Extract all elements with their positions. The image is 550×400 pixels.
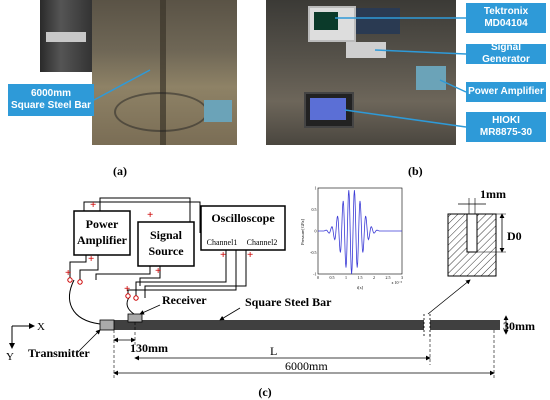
plus-2: + — [147, 209, 153, 221]
dim-30-label: 30mm — [503, 319, 535, 333]
channel2-label: Channel2 — [247, 238, 278, 247]
receiver-block — [127, 313, 143, 323]
dim-L-label: L — [270, 344, 277, 358]
dim-1mm-label: 1mm — [480, 187, 506, 201]
bar-break-1 — [424, 316, 430, 334]
plus-4: + — [155, 265, 161, 277]
square-steel-bar-label: Square Steel Bar — [245, 295, 332, 309]
callout-tektronix-line1: Tektronix — [483, 6, 529, 17]
y-axis-label: Y — [6, 351, 14, 363]
chart-series-line — [318, 190, 402, 275]
chart-xtick-label: 3 — [401, 275, 403, 280]
instrument-box — [204, 100, 232, 122]
callout-tektronix-line2: MD04104 — [484, 18, 528, 29]
callout-steel-bar-line2: Square Steel Bar — [10, 100, 92, 111]
callout-hioki-line2: MR8875-30 — [479, 127, 533, 138]
terminal-2 — [77, 279, 83, 285]
chart-xtick-label: 0 — [317, 275, 319, 280]
callout-hioki-line1: HIOKI — [492, 115, 520, 126]
label-a: (a) — [113, 164, 127, 178]
terminal-1 — [67, 277, 73, 283]
caliper — [46, 32, 86, 42]
power-amplifier-label-2: Amplifier — [77, 233, 128, 247]
callout-signal-generator: Signal Generator — [466, 42, 546, 65]
callout-steel-bar-line1: 6000mm — [30, 88, 72, 99]
signal-source-label-1: Signal — [150, 228, 183, 242]
steel-bar — [100, 320, 500, 330]
terminal-4 — [133, 295, 139, 301]
plus-7: + — [65, 267, 71, 279]
receiver-label: Receiver — [162, 293, 207, 307]
callout-power-amplifier-text: Power Amplifier — [468, 86, 544, 97]
chart-ytick-label: -0.5 — [310, 250, 316, 255]
transmitter-block — [99, 319, 115, 331]
oscilloscope-device — [308, 6, 356, 42]
cross-section-slot — [466, 213, 478, 253]
label-b: (b) — [408, 164, 423, 178]
plus-5: + — [220, 249, 226, 261]
dim-6000-label: 6000mm — [285, 359, 328, 373]
power-amplifier-box — [73, 210, 131, 256]
oscilloscope-box — [200, 205, 286, 251]
chart-ytick-label: 0 — [315, 229, 317, 234]
photo-a-inset — [40, 0, 92, 72]
chart-xlabel: t[s] — [357, 285, 364, 290]
channel1-label: Channel1 — [207, 238, 238, 247]
plus-8: + — [124, 283, 130, 295]
callout-power-amplifier: Power Amplifier — [466, 82, 546, 102]
amplifier-device — [416, 66, 446, 90]
pressure-chart: Pressure[GPa] t[s] x 10⁻⁵ 0 0.5 1 1.5 2 2.5 3 1… — [300, 186, 403, 291]
callout-steel-bar: 6000mm Square Steel Bar — [8, 84, 94, 116]
chart-x-exponent: x 10⁻⁵ — [391, 280, 402, 285]
chart-xtick-label: 2 — [373, 275, 375, 280]
detail-pointer — [427, 279, 471, 315]
oscilloscope-label: Oscilloscope — [211, 211, 275, 225]
label-c: (c) — [258, 385, 271, 399]
chart-xtick-label: 0.5 — [330, 275, 335, 280]
photo-a — [92, 0, 237, 145]
callout-pointers — [93, 17, 467, 128]
dim-130-label: 130mm — [130, 341, 168, 355]
signal-source-label-2: Source — [148, 244, 184, 258]
terminal-3 — [125, 293, 131, 299]
callout-hioki: HIOKI MR8875-30 — [466, 112, 546, 142]
plus-1: + — [90, 199, 96, 211]
chart-xtick-label: 1.5 — [358, 275, 363, 280]
chart-ylabel: Pressure[GPa] — [300, 219, 305, 245]
chart-ytick-label: 1 — [315, 186, 317, 191]
chart-xtick-label: 2.5 — [386, 275, 391, 280]
plus-6: + — [247, 249, 253, 261]
wiring — [69, 197, 247, 325]
signal-source-box — [137, 221, 195, 267]
monitor — [356, 8, 400, 34]
callout-signal-generator-text: Signal Generator — [482, 42, 530, 65]
bar-track — [160, 0, 166, 145]
chart-xtick-label: 1 — [345, 275, 347, 280]
signal-generator-device — [346, 42, 386, 58]
transmitter-label: Transmitter — [28, 346, 90, 360]
callout-tektronix: Tektronix MD04104 — [466, 3, 546, 33]
x-axis-label: X — [37, 321, 45, 333]
chart-ytick-label: 0.5 — [312, 207, 317, 212]
chart-ytick-label: -1 — [313, 272, 316, 277]
dim-D0-label: D0 — [507, 229, 522, 243]
power-amplifier-label-1: Power — [86, 217, 119, 231]
plus-3: + — [88, 253, 94, 265]
